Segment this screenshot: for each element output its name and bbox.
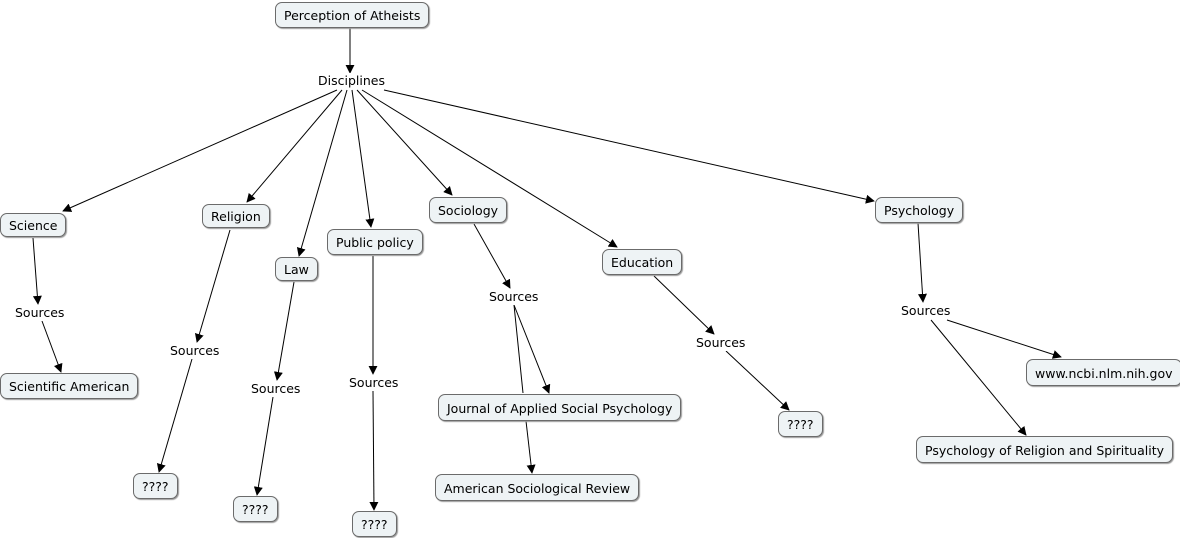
connector-line — [296, 89, 348, 257]
disciplines-linking-phrase: Disciplines — [318, 73, 385, 89]
sources-linking-phrase: Sources — [696, 335, 746, 351]
connector-line — [246, 89, 343, 203]
source-node-journal-applied-social-psychology[interactable]: Journal of Applied Social Psychology — [438, 394, 682, 421]
connector-line — [253, 396, 274, 496]
sources-linking-phrase: Sources — [170, 343, 220, 359]
connector-line — [156, 358, 193, 473]
source-node-unknown-education[interactable]: ???? — [778, 411, 823, 437]
discipline-node-science[interactable]: Science — [0, 213, 67, 237]
discipline-node-religion[interactable]: Religion — [202, 204, 270, 228]
connector-line — [62, 89, 338, 212]
connector-line — [351, 89, 375, 228]
connector-line — [725, 350, 790, 411]
connector-line — [361, 89, 618, 248]
sources-linking-phrase: Sources — [349, 375, 399, 391]
connector-line — [32, 237, 42, 305]
source-node-ncbi[interactable]: www.ncbi.nlm.nih.gov — [1026, 359, 1180, 386]
connector-line — [525, 420, 536, 474]
connector-line — [513, 304, 524, 394]
sources-linking-phrase: Sources — [901, 303, 951, 319]
connector-line — [930, 319, 1027, 436]
connector-line — [194, 229, 231, 343]
discipline-node-education[interactable]: Education — [602, 249, 683, 275]
root-concept-node[interactable]: Perception of Atheists — [275, 2, 430, 28]
source-node-unknown-public-policy[interactable]: ???? — [352, 511, 397, 537]
discipline-node-public-policy[interactable]: Public policy — [327, 229, 423, 255]
source-node-unknown-law[interactable]: ???? — [233, 496, 278, 522]
sources-linking-phrase: Sources — [15, 305, 65, 321]
connector-line — [273, 281, 295, 381]
connector-line — [513, 304, 551, 394]
connector-line — [383, 89, 875, 204]
connector-line — [369, 390, 379, 511]
discipline-node-sociology[interactable]: Sociology — [429, 197, 508, 223]
source-node-unknown-religion[interactable]: ???? — [133, 473, 178, 499]
connector-line — [356, 89, 453, 196]
connector-line — [917, 222, 927, 303]
sources-linking-phrase: Sources — [251, 381, 301, 397]
connector-line — [41, 320, 63, 373]
source-node-scientific-american[interactable]: Scientific American — [0, 373, 139, 399]
discipline-node-psychology[interactable]: Psychology — [875, 197, 964, 223]
connector-line — [473, 223, 511, 289]
connector-line — [653, 275, 715, 335]
connector-line — [946, 319, 1062, 359]
source-node-psychology-religion-spirituality[interactable]: Psychology of Religion and Spirituality — [916, 436, 1174, 463]
discipline-node-law[interactable]: Law — [275, 257, 318, 281]
sources-linking-phrase: Sources — [489, 289, 539, 305]
source-node-american-sociological-review[interactable]: American Sociological Review — [435, 474, 640, 501]
